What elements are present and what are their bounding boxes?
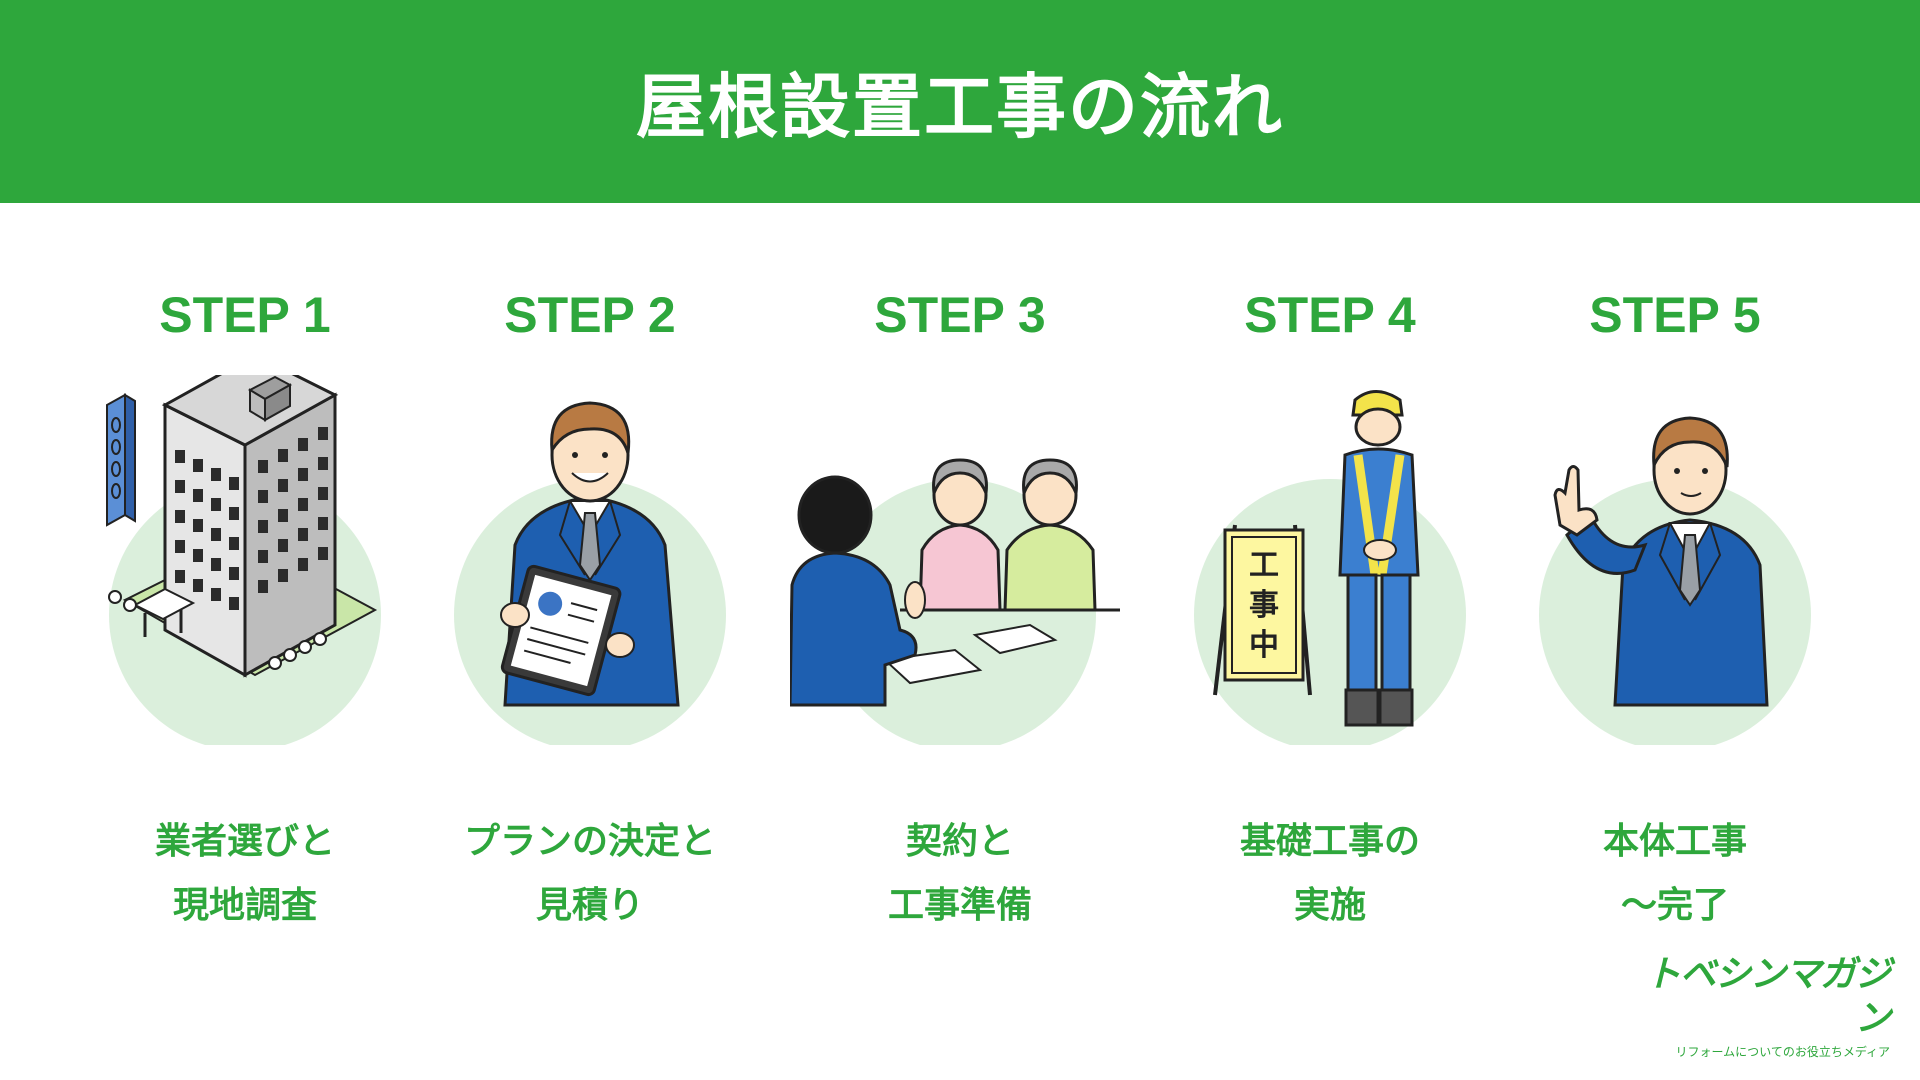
construction-worker-icon: 工 事 中 — [1160, 375, 1500, 745]
sign-char-1: 工 — [1249, 548, 1279, 583]
step-4: STEP 4 工 事 中 基礎工事の 実施 — [1160, 270, 1500, 926]
step-description: 基礎工事の 実施 — [1239, 821, 1420, 926]
meeting-icon — [790, 375, 1130, 745]
step-1: STEP 1 — [75, 270, 415, 926]
step-description: 契約と 工事準備 — [887, 821, 1032, 926]
businessman-pointing-icon — [1505, 375, 1845, 745]
step-description: 業者選びと 現地調査 — [154, 821, 335, 926]
step-label: STEP 4 — [1244, 287, 1416, 343]
step-description: 本体工事 〜完了 — [1602, 821, 1747, 926]
step-5: STEP 5 本体工事 〜完了 — [1505, 270, 1845, 926]
page-title: 屋根設置工事の流れ — [636, 66, 1284, 148]
step-label: STEP 5 — [1589, 287, 1761, 343]
brand-logo[interactable]: トベシンマガジン リフォームについてのお役立ちメディア — [1630, 953, 1891, 1060]
sign-char-2: 事 — [1249, 588, 1279, 623]
step-description: プランの決定と 見積り — [463, 821, 716, 926]
salesman-with-tablet-icon — [420, 375, 760, 745]
step-label: STEP 2 — [504, 287, 676, 343]
step-3: STEP 3 契約と 工事準備 — [790, 270, 1130, 926]
step-2: STEP 2 — [420, 270, 760, 926]
office-building-icon — [75, 375, 415, 745]
header-banner: 屋根設置工事の流れ — [0, 0, 1920, 203]
step-label: STEP 3 — [874, 287, 1046, 343]
step-label: STEP 1 — [159, 287, 331, 343]
logo-tagline: リフォームについてのお役立ちメディア — [1675, 1045, 1890, 1059]
sign-char-3: 中 — [1249, 628, 1279, 663]
logo-name: トベシンマガジン — [1644, 954, 1891, 1039]
